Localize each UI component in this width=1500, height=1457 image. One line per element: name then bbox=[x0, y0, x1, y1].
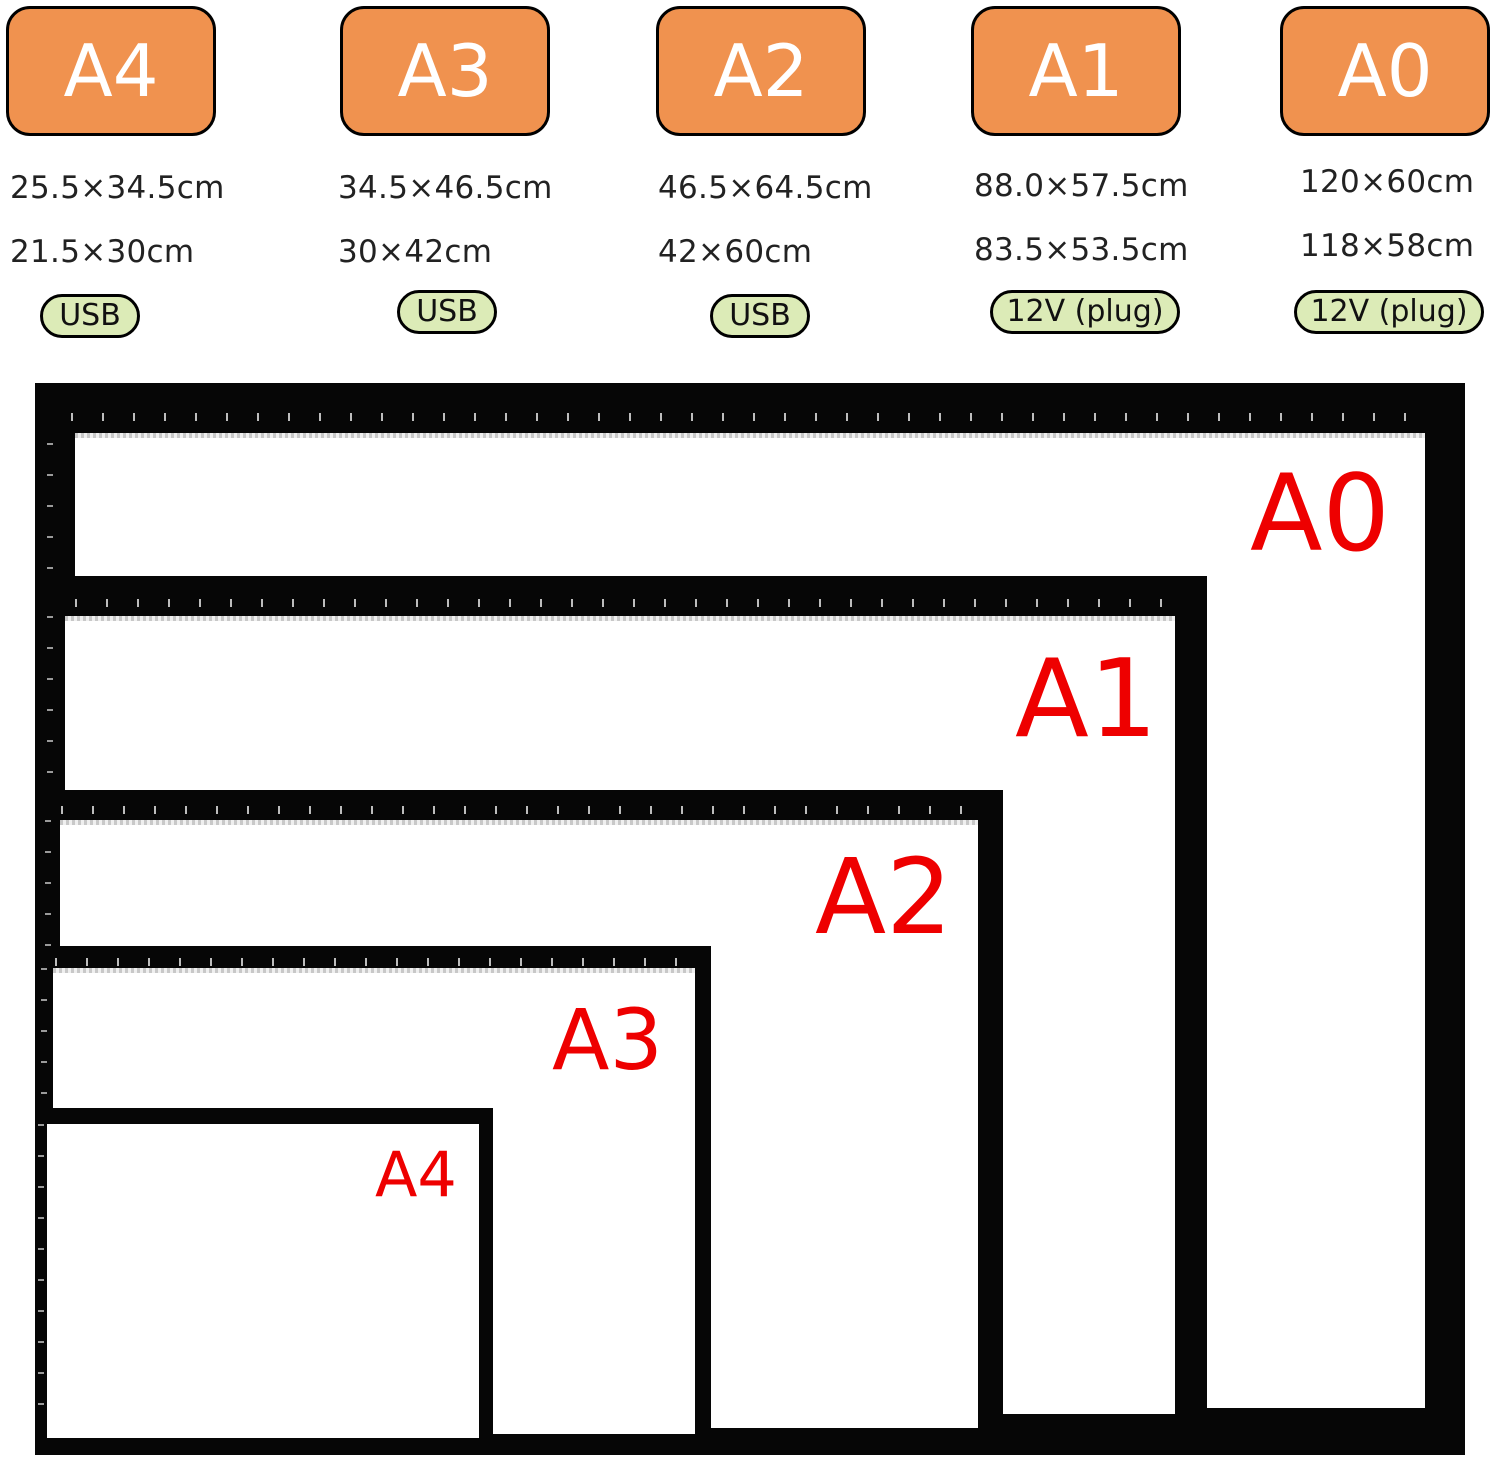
screen-edge-a0 bbox=[75, 433, 1425, 438]
board-label-a3: A3 bbox=[552, 991, 663, 1089]
screen-edge-a1 bbox=[65, 616, 1175, 621]
board-label-a1: A1 bbox=[1015, 637, 1158, 762]
light-panel-a4 bbox=[47, 1124, 479, 1438]
size-badge-a2: A2 bbox=[656, 6, 866, 136]
board-label-a0: A0 bbox=[1250, 452, 1390, 575]
board-label-a2: A2 bbox=[815, 836, 953, 958]
ruler-left-a1 bbox=[47, 616, 53, 786]
power-badge-a3: USB bbox=[397, 290, 497, 334]
inner-dimensions-a2: 42×60cm bbox=[658, 234, 813, 270]
size-badge-a4: A4 bbox=[6, 6, 216, 136]
size-badge-a3: A3 bbox=[340, 6, 550, 136]
screen-edge-a3 bbox=[53, 968, 695, 973]
outer-dimensions-a3: 34.5×46.5cm bbox=[338, 170, 553, 206]
ruler-left-a2 bbox=[45, 820, 51, 970]
ruler-top-a1 bbox=[75, 599, 1185, 607]
inner-dimensions-a1: 83.5×53.5cm bbox=[974, 232, 1189, 268]
board-label-a4: A4 bbox=[375, 1138, 457, 1211]
power-badge-a1: 12V (plug) bbox=[990, 290, 1180, 334]
size-badge-a0: A0 bbox=[1280, 6, 1490, 136]
light-board-a4: A4 bbox=[35, 1108, 493, 1448]
screen-edge-a2 bbox=[60, 820, 978, 825]
outer-dimensions-a2: 46.5×64.5cm bbox=[658, 170, 873, 206]
size-badge-a1: A1 bbox=[971, 6, 1181, 136]
ruler-left-a0 bbox=[47, 443, 53, 573]
inner-dimensions-a4: 21.5×30cm bbox=[10, 234, 195, 270]
ruler-top-a0 bbox=[71, 413, 1421, 421]
outer-dimensions-a0: 120×60cm bbox=[1300, 164, 1475, 200]
ruler-left-a4 bbox=[38, 1124, 44, 1424]
outer-dimensions-a1: 88.0×57.5cm bbox=[974, 168, 1189, 204]
outer-dimensions-a4: 25.5×34.5cm bbox=[10, 170, 225, 206]
ruler-top-a3 bbox=[55, 958, 695, 966]
ruler-left-a3 bbox=[41, 968, 47, 1118]
inner-dimensions-a3: 30×42cm bbox=[338, 234, 493, 270]
power-badge-a4: USB bbox=[40, 294, 140, 338]
ruler-top-a2 bbox=[61, 806, 976, 814]
power-badge-a0: 12V (plug) bbox=[1294, 290, 1484, 334]
inner-dimensions-a0: 118×58cm bbox=[1300, 228, 1475, 264]
power-badge-a2: USB bbox=[710, 294, 810, 338]
